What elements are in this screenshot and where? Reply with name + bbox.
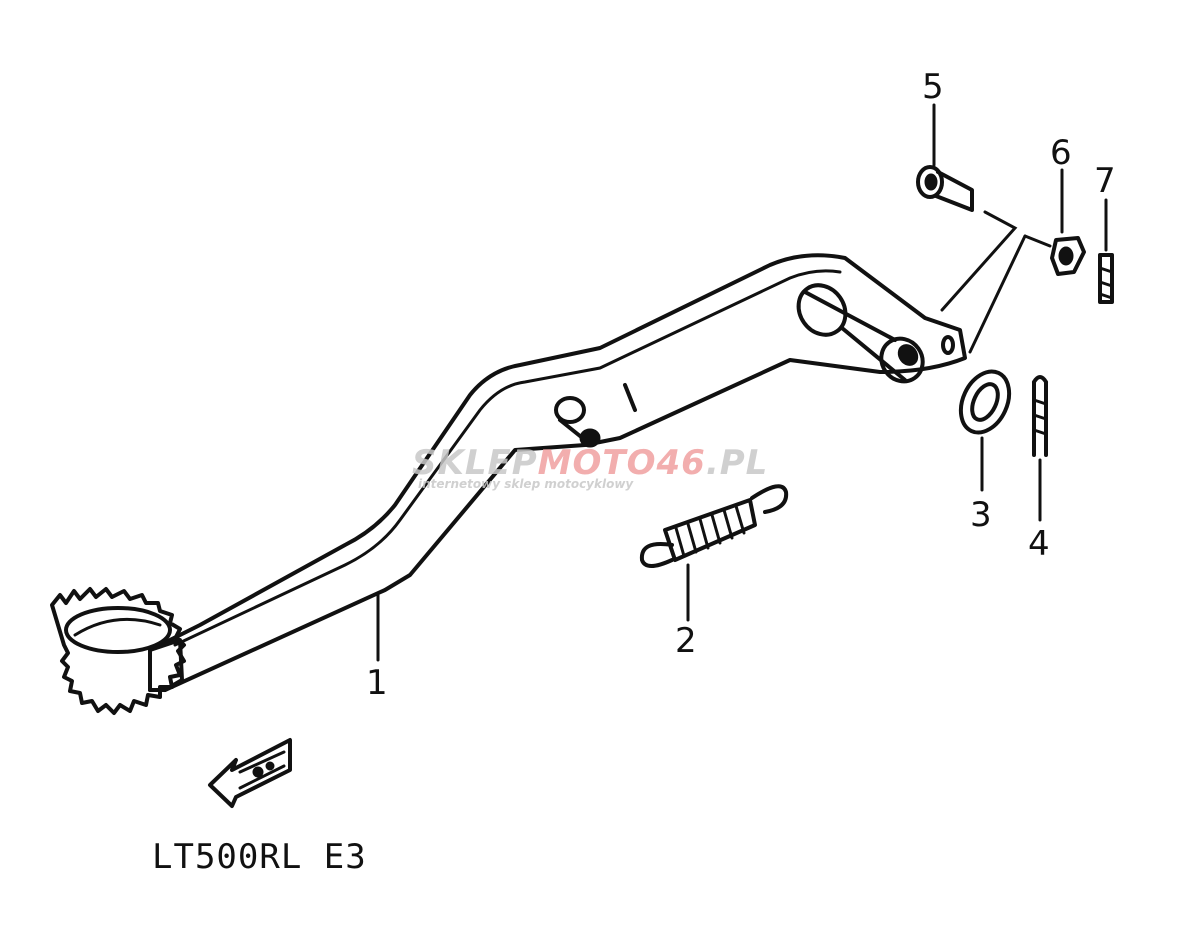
watermark-tagline: internetowy sklep motocyklowy: [418, 477, 634, 491]
assembly-lines: [940, 210, 1052, 354]
pedal-lug-hole: [941, 335, 955, 355]
part-label-2: 2: [675, 621, 697, 661]
model-code: LT500RL E3: [152, 837, 367, 877]
spring-hook-right: [750, 484, 789, 514]
foot-pad-inner-lip: [73, 617, 162, 637]
washer-part-3: [958, 369, 1012, 492]
spring-hook-left: [639, 542, 674, 568]
part-label-6: 6: [1050, 133, 1072, 173]
nut-part-6: [1050, 168, 1086, 276]
pin-part-7: [1098, 198, 1114, 304]
brake-pedal-part-1: [50, 253, 967, 715]
part-label-7: 7: [1094, 161, 1116, 201]
watermark-brand-part1: SKLEP: [412, 443, 538, 483]
spring-hook-pin: [554, 396, 601, 448]
watermark-brand: SKLEPMOTO46.PL: [412, 443, 768, 483]
foot-pad-serrated-ring: [50, 587, 186, 715]
watermark-brand-part2: MOTO: [538, 443, 657, 483]
watermark-brand-part3: 46: [656, 443, 706, 483]
part-label-5: 5: [922, 67, 944, 107]
part-label-3: 3: [970, 495, 992, 535]
foot-pad-inner-ring: [64, 606, 172, 654]
pedal-arm-mark: [623, 383, 637, 412]
pedal-pivot-sleeve: [796, 283, 925, 384]
pedal-arm-ridge: [173, 269, 842, 647]
pivot-bolt-part-5: [916, 103, 974, 212]
cotter-pin-part-4: [1032, 375, 1048, 522]
spring-coils: [663, 498, 757, 562]
part-label-1: 1: [366, 663, 388, 703]
front-direction-arrow-icon: [208, 738, 292, 808]
return-spring-part-2: [639, 484, 789, 622]
watermark: SKLEPMOTO46.PL internetowy sklep motocyk…: [412, 443, 768, 491]
part-label-4: 4: [1028, 524, 1050, 564]
pedal-arm-outline: [148, 253, 967, 692]
watermark-brand-part4: .PL: [706, 443, 769, 483]
